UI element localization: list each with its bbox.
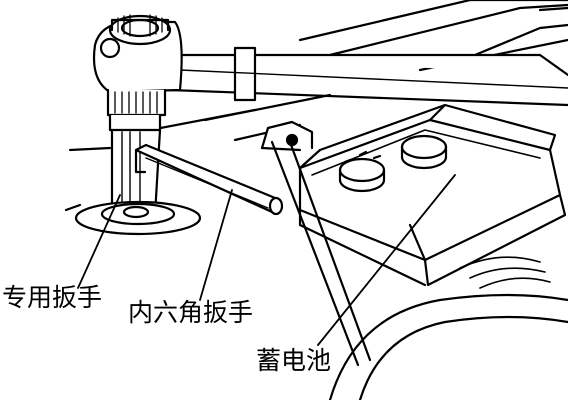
hex-key-label: 内六角扳手 (128, 298, 254, 327)
hex-key (134, 143, 284, 216)
hold-down-clamp (260, 120, 372, 367)
battery-cap-2 (400, 134, 448, 160)
special-wrench-label: 专用扳手 (2, 283, 103, 312)
hose (328, 256, 568, 400)
leader-lines (77, 174, 456, 346)
battery (298, 103, 567, 287)
battery-label: 蓄电池 (256, 346, 332, 375)
special-wrench (74, 14, 568, 236)
